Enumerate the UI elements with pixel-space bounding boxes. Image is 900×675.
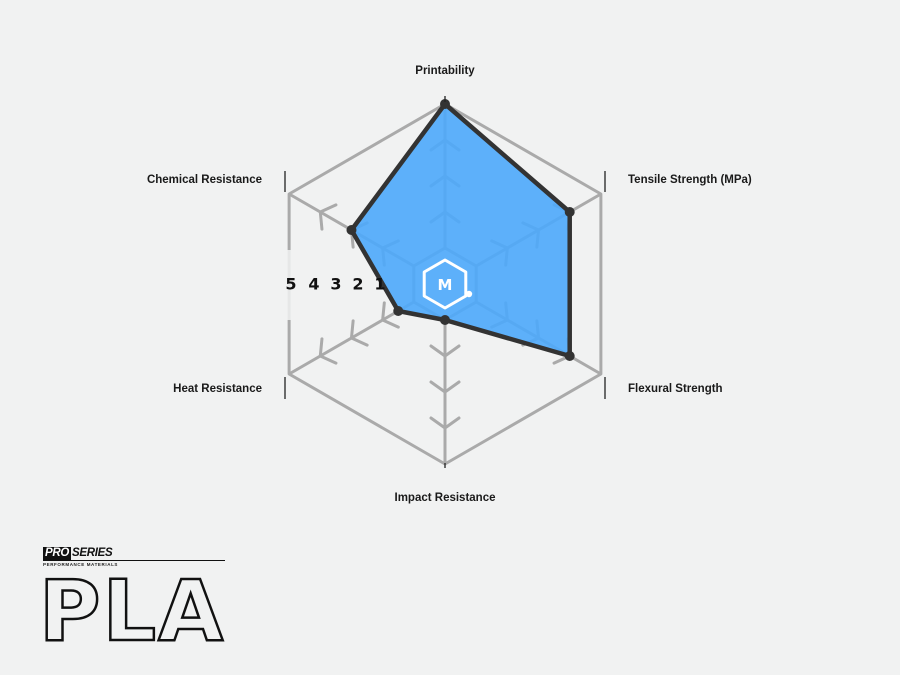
- series-word: SERIES: [72, 547, 113, 559]
- material-title: PLA: [38, 562, 226, 660]
- logo-dot: [465, 290, 473, 298]
- logo-letter: M: [438, 276, 453, 294]
- axis-label-6: Chemical Resistance: [147, 174, 262, 186]
- axis-label-5: Heat Resistance: [173, 383, 262, 395]
- radar-point-4: [440, 315, 450, 325]
- logo-hexagon: [422, 258, 468, 310]
- radar-area-layer: [346, 99, 575, 361]
- brand-block: PRO SERIES PERFORMANCE MATERIALS PLA: [38, 547, 226, 654]
- grid-chevron-4-3: [429, 380, 461, 394]
- axis-label-1: Printability: [415, 65, 475, 77]
- series-badge: PRO SERIES: [43, 547, 226, 561]
- brand-logo-icon: M: [422, 258, 473, 310]
- axis-label-3: Flexural Strength: [628, 383, 723, 395]
- grid-chevron-6-4: [318, 203, 338, 231]
- axis-label-4: Impact Resistance: [395, 492, 496, 504]
- grid-chevron-5-3: [349, 319, 369, 347]
- radar-point-3: [564, 351, 575, 361]
- series-prefix: PRO: [43, 547, 72, 560]
- radar-point-5: [393, 306, 404, 316]
- scale-label-5: 5: [285, 275, 296, 294]
- scale-label-1: 1: [374, 275, 385, 294]
- grid-chevron-4-4: [429, 416, 461, 430]
- radar-tick-marks: [284, 96, 606, 468]
- series-subtitle: PERFORMANCE MATERIALS: [43, 562, 119, 567]
- scale-label-3: 3: [330, 275, 341, 294]
- radar-point-1: [440, 99, 450, 109]
- scale-label-2: 2: [352, 275, 363, 294]
- scale-backdrop-outer: [276, 250, 308, 320]
- radar-point-2: [564, 207, 575, 217]
- grid-chevron-5-2: [381, 301, 400, 329]
- axis-label-2: Tensile Strength (MPa): [628, 174, 752, 186]
- scale-label-4: 4: [308, 275, 319, 294]
- grid-chevron-5-4: [318, 337, 338, 365]
- grid-chevron-4-2: [429, 344, 461, 358]
- radar-point-6: [346, 225, 357, 235]
